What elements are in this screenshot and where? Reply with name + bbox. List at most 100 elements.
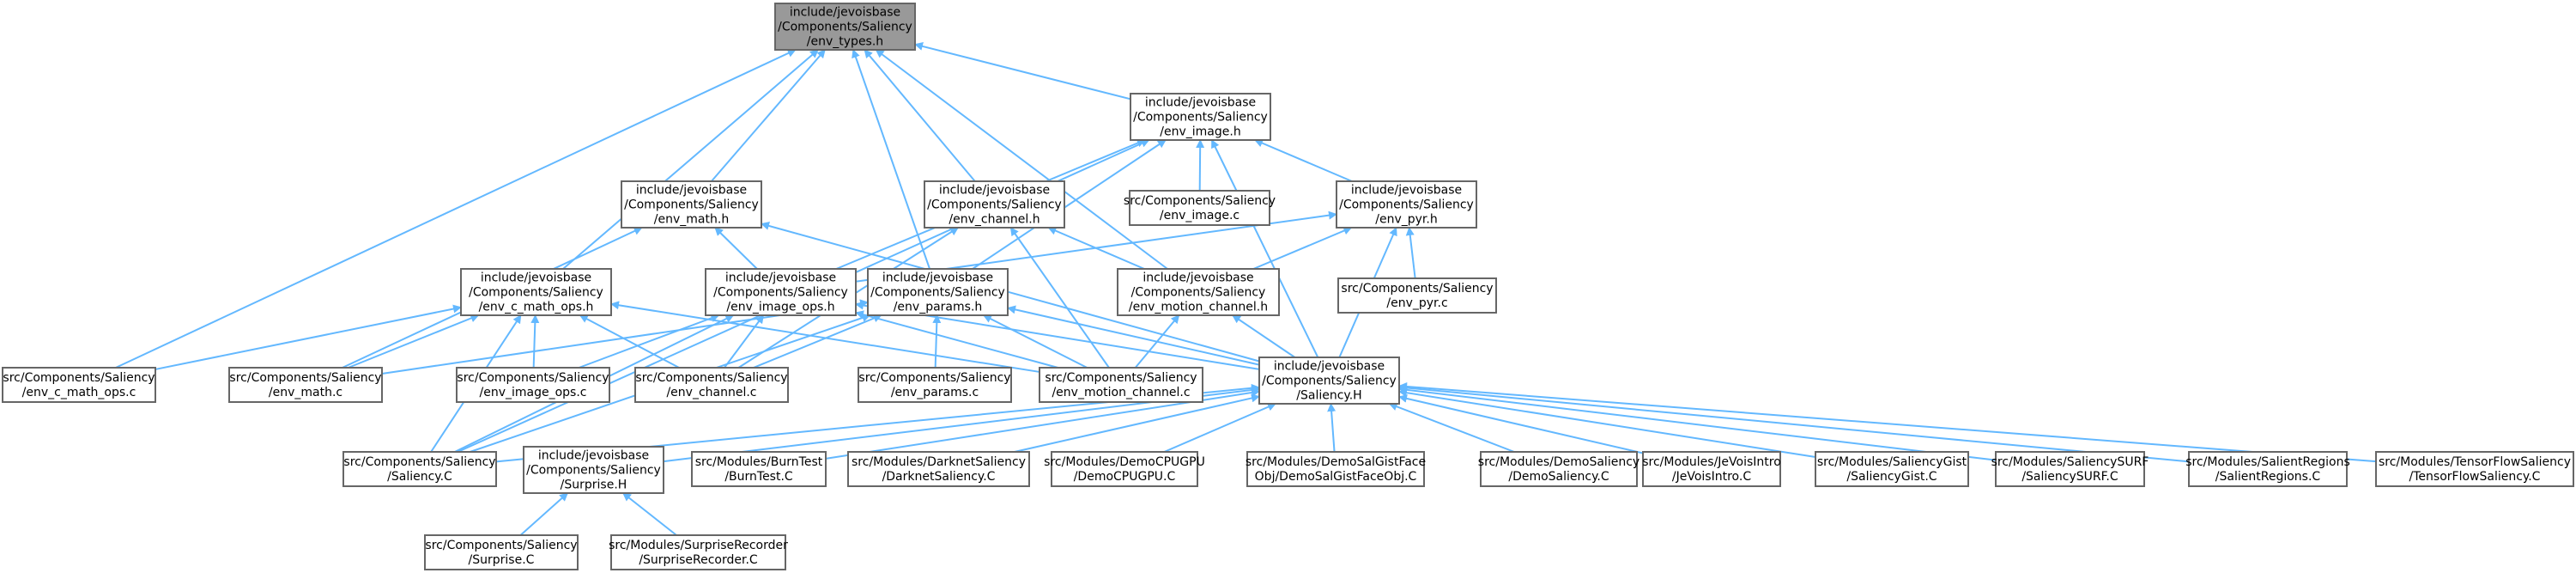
node-box (460, 268, 612, 316)
node-env-params-c[interactable]: src/Components/Saliency/env_params.c (858, 367, 1012, 403)
node-box (1642, 451, 1781, 487)
edge-line (1254, 138, 1353, 182)
edge-saliency_H-to-env_image_h (1210, 139, 1319, 358)
node-label-line: /env_params.c (891, 386, 979, 399)
node-burntest-C[interactable]: src/Modules/BurnTest/BurnTest.C (691, 451, 827, 487)
node-jevoisintro-C[interactable]: src/Modules/JeVoisIntro/JeVoisIntro.C (1642, 451, 1781, 487)
node-label-line: /Components/Saliency (1262, 375, 1397, 388)
node-env-motion-channel-h[interactable]: include/jevoisbase/Components/Saliency/e… (1117, 268, 1280, 316)
node-label-line: /Components/Saliency (1131, 286, 1266, 300)
node-darknet-C[interactable]: src/Modules/DarknetSaliency/DarknetSalie… (847, 451, 1030, 487)
edge-surpriserec_C-to-surprise_H (622, 492, 677, 536)
node-surprise-H[interactable]: include/jevoisbase/Components/Saliency/S… (523, 446, 664, 494)
node-env-channel-h[interactable]: include/jevoisbase/Components/Saliency/e… (924, 180, 1065, 229)
node-env-pyr-h[interactable]: include/jevoisbase/Components/Saliency/e… (1336, 180, 1477, 229)
node-env-channel-c[interactable]: src/Components/Saliency/env_channel.c (634, 367, 789, 403)
node-label-line: /env_c_math_ops.c (22, 386, 136, 399)
node-label-line: /DemoCPUGPU.C (1074, 470, 1176, 484)
node-env-math-c[interactable]: src/Components/Saliency/env_math.c (228, 367, 383, 403)
node-label-line: /env_channel.h (949, 213, 1039, 227)
node-box (858, 367, 1012, 403)
edge-line (562, 49, 819, 270)
edge-darknet_C-to-saliency_H (1014, 393, 1260, 453)
node-label-line: src/Modules/SaliencySURF (1991, 455, 2149, 469)
node-tensorflow-C[interactable]: src/Modules/TensorFlowSaliency/TensorFlo… (2375, 451, 2574, 487)
node-surprise-C[interactable]: src/Components/Saliency/Surprise.C (424, 534, 579, 570)
edge-env_image_h-to-env_types_h (914, 42, 1131, 101)
node-box (228, 367, 383, 403)
node-box (1039, 367, 1203, 403)
edge-line (1232, 314, 1296, 358)
node-label-line: /env_pyr.c (1386, 296, 1447, 310)
node-env-image-ops-c[interactable]: src/Components/Saliency/env_image_ops.c (456, 367, 610, 403)
node-box (774, 3, 916, 51)
node-box (621, 180, 762, 229)
edge-line (579, 314, 720, 369)
node-label-line: /env_c_math_ops.h (479, 301, 594, 314)
edge-env_image_ops_h-to-env_math_h (714, 227, 758, 270)
node-label-line: src/Components/Saliency (1341, 282, 1493, 296)
edge-line (714, 227, 758, 270)
node-box (924, 180, 1065, 229)
node-env-image-h[interactable]: include/jevoisbase/Components/Saliency/e… (1130, 93, 1271, 141)
node-box (342, 451, 497, 487)
edge-demosalgist_C-to-saliency_H (1327, 403, 1336, 453)
node-env-math-h[interactable]: include/jevoisbase/Components/Saliency/e… (621, 180, 762, 229)
node-env-c-math-ops-h[interactable]: include/jevoisbase/Components/Saliency/e… (460, 268, 612, 316)
edge-line (711, 49, 826, 182)
node-label-line: /Components/Saliency (1339, 198, 1474, 212)
node-box (424, 534, 579, 570)
edge-surprise_C-to-surprise_H (519, 492, 569, 536)
edge-line (1327, 403, 1336, 453)
node-env-pyr-c[interactable]: src/Components/Saliency/env_pyr.c (1337, 277, 1497, 314)
node-label-line: src/Components/Saliency (425, 539, 577, 552)
node-saliency-H[interactable]: include/jevoisbase/Components/Saliency/S… (1258, 357, 1400, 405)
edge-env_channel_c-to-env_image_ops_h (724, 314, 765, 369)
node-label-line: /Components/Saliency (1133, 111, 1268, 125)
node-surpriserec-C[interactable]: src/Modules/SurpriseRecorder/SurpriseRec… (609, 534, 788, 570)
edge-line (724, 314, 765, 369)
node-saliencygist-C[interactable]: src/Modules/SaliencyGist/SaliencyGist.C (1815, 451, 1969, 487)
edge-env_motion_channel_c-to-env_channel_h (1009, 227, 1110, 369)
edge-line (864, 49, 976, 182)
edge-line (761, 222, 1260, 363)
node-label-line: /env_motion_channel.c (1052, 386, 1190, 399)
node-box (1480, 451, 1638, 487)
edge-salientregions_C-to-saliency_H (1398, 383, 2190, 463)
edge-env_c_math_ops_c-to-env_c_math_ops_h (155, 304, 462, 370)
node-label-line: /env_math.c (269, 386, 342, 399)
node-label-line: /SurpriseRecorder.C (639, 553, 758, 567)
node-env-image-c[interactable]: src/Components/Saliency/env_image.c (1124, 190, 1276, 226)
node-env-image-ops-h[interactable]: include/jevoisbase/Components/Saliency/e… (705, 268, 857, 316)
edge-env_image_ops_c-to-env_c_math_ops_h (530, 314, 540, 369)
edge-line (875, 49, 1168, 270)
edge-line (1388, 402, 1515, 453)
node-saliency-C[interactable]: src/Components/Saliency/Saliency.C (342, 451, 497, 487)
node-label-line: /DarknetSaliency.C (882, 470, 996, 484)
node-box (2375, 451, 2574, 487)
node-env-c-math-ops-c[interactable]: src/Components/Saliency/env_c_math_ops.c (2, 367, 156, 403)
edge-line (1252, 226, 1353, 270)
node-label-line: /Saliency.H (1296, 389, 1361, 403)
node-demosaliency-C[interactable]: src/Modules/DemoSaliency/DemoSaliency.C (1478, 451, 1640, 487)
node-label-line: src/Modules/DemoSaliency (1478, 455, 1640, 469)
node-saliencysurf-C[interactable]: src/Modules/SaliencySURF/SaliencySURF.C (1991, 451, 2149, 487)
edge-env_c_math_ops_h-to-env_types_h (562, 49, 819, 270)
node-label-line: src/Modules/DemoCPUGPU (1044, 455, 1205, 469)
edge-env_motion_channel_c-to-env_params_h (982, 314, 1088, 369)
node-label-line: src/Modules/SaliencyGist (1817, 455, 1967, 469)
node-salientregions-C[interactable]: src/Modules/SalientRegions/SalientRegion… (2185, 451, 2350, 487)
node-label-line: /env_image.c (1160, 209, 1240, 222)
node-label-line: src/Modules/JeVoisIntro (1642, 455, 1781, 469)
node-env-types-h[interactable]: include/jevoisbase/Components/Saliency/e… (774, 3, 916, 51)
node-env-params-h[interactable]: include/jevoisbase/Components/Saliency/e… (867, 268, 1009, 316)
node-box (2, 367, 156, 403)
edge-line (1405, 227, 1416, 279)
node-label-line: /env_math.h (654, 213, 729, 227)
edge-demosaliency_C-to-saliency_H (1388, 402, 1515, 453)
edge-line (519, 492, 569, 536)
node-label-line: /SalientRegions.C (2215, 470, 2321, 484)
node-demosalgist-C[interactable]: src/Modules/DemoSalGistFaceObj/DemoSalGi… (1246, 451, 1426, 487)
node-democpugpu-C[interactable]: src/Modules/DemoCPUGPU/DemoCPUGPU.C (1044, 451, 1205, 487)
node-env-motion-channel-c[interactable]: src/Components/Saliency/env_motion_chann… (1039, 367, 1203, 403)
